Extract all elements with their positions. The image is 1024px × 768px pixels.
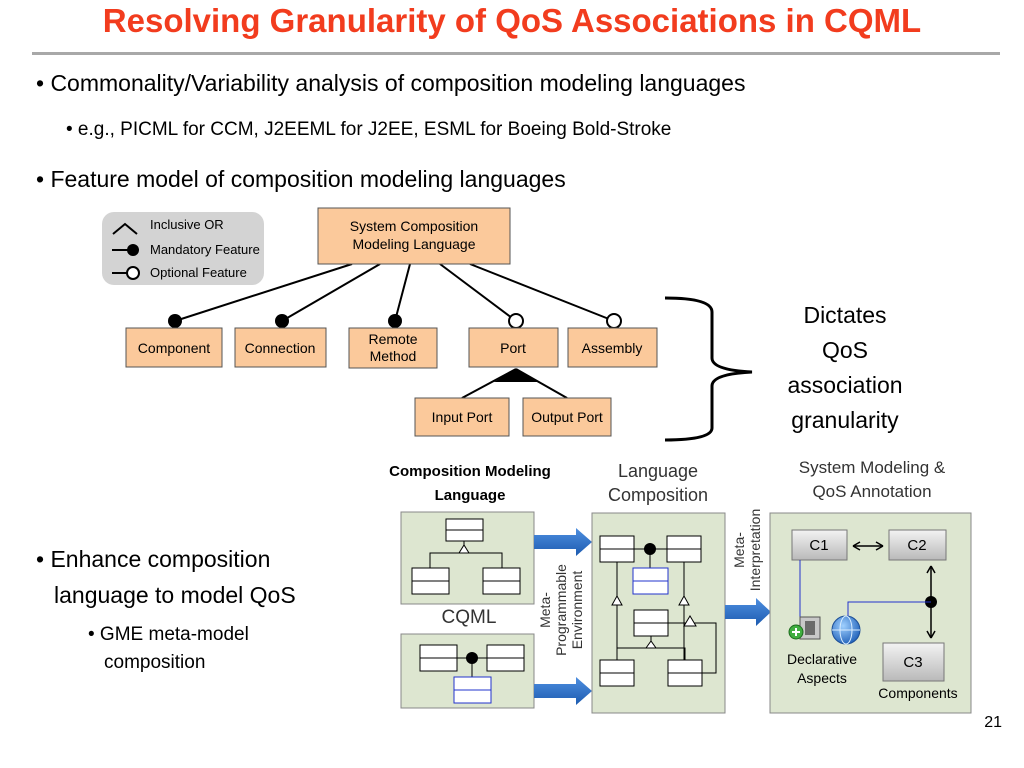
legend-mandatory: Mandatory Feature <box>150 242 260 257</box>
title-divider <box>32 52 1000 55</box>
rotated-labels: Meta- Programmable Environment Meta- Int… <box>537 509 763 656</box>
remote-method-mandatory-icon <box>388 314 402 328</box>
declarative-aspect-icon <box>788 616 821 640</box>
assembly-label: Assembly <box>582 340 643 356</box>
component-box <box>125 327 223 368</box>
remote-method-label-line1: Remote <box>368 331 417 347</box>
language-composition-diagram <box>599 535 717 687</box>
declarative-label-line1: Declarative <box>787 651 857 667</box>
cml-title-line1: Composition Modeling <box>389 463 551 480</box>
declarative-label-line2: Aspects <box>797 670 847 686</box>
brace-line3: association <box>787 372 903 398</box>
c3-label: C3 <box>903 654 922 671</box>
root-feature-box <box>317 207 511 265</box>
cqml-label: CQML <box>442 607 497 628</box>
brace-line2: QoS <box>821 337 869 363</box>
page-number: 21 <box>984 714 1002 731</box>
legend-inclusive-or: Inclusive OR <box>150 217 224 232</box>
remote-method-label-line2: Method <box>370 348 417 364</box>
assembly-box <box>567 327 658 368</box>
output-port-box <box>522 397 612 437</box>
remote-method-box <box>348 327 438 369</box>
arrow-cml-to-composition <box>534 528 592 556</box>
legend-optional: Optional Feature <box>150 265 247 280</box>
bullet-commonality: • Commonality/Variability analysis of co… <box>36 70 746 96</box>
port-box <box>468 327 559 368</box>
brace-annotation: Dictates QoS association granularity <box>758 298 932 438</box>
meta-interp-line2: Interpretation <box>747 509 763 592</box>
bullet-enhance-line1: • Enhance composition <box>36 546 271 572</box>
bullet-feature-model: • Feature model of composition modeling … <box>36 166 566 192</box>
connection-box <box>234 327 327 368</box>
connection-label: Connection <box>245 340 316 356</box>
c1-box <box>791 529 848 561</box>
connection-mandatory-icon <box>275 314 289 328</box>
right-brace <box>664 296 753 442</box>
sys-title-line1: System Modeling & <box>799 458 946 477</box>
cqml-junction-dot <box>466 652 478 664</box>
brace-line4: granularity <box>791 407 899 433</box>
c1-label: C1 <box>809 537 828 554</box>
cqml-panel-diagram <box>419 644 525 704</box>
bullet-enhance-line2: language to model QoS <box>54 582 296 608</box>
sub-bullet-gme-line2: composition <box>104 652 206 673</box>
composition-junction-dot <box>644 543 656 555</box>
input-port-box <box>414 397 510 437</box>
inclusive-or-icon <box>112 222 138 235</box>
brace-line1: Dictates <box>803 302 887 328</box>
root-label-line2: Modeling Language <box>353 236 476 252</box>
c2-label: C2 <box>907 537 926 554</box>
port-inclusive-or-icon <box>494 369 540 382</box>
aspect-link-line <box>847 601 931 616</box>
port-label: Port <box>500 340 526 356</box>
composition-labels: Composition Modeling Language Language C… <box>389 458 958 701</box>
root-label-line1: System Composition <box>350 218 478 234</box>
feature-labels: System Composition Modeling Language Com… <box>138 218 643 425</box>
meta-prog-line1: Meta- <box>537 592 553 628</box>
feature-boxes <box>125 207 658 437</box>
optional-feature-icon <box>126 266 140 280</box>
components-label: Components <box>878 685 957 701</box>
c2-box <box>888 529 947 561</box>
lang-comp-title-line1: Language <box>618 461 698 481</box>
input-port-label: Input Port <box>432 409 493 425</box>
assembly-optional-icon <box>606 313 622 329</box>
globe-icon <box>831 615 861 645</box>
cml-panel-diagram <box>411 518 521 595</box>
component-label: Component <box>138 340 210 356</box>
meta-prog-line2: Programmable <box>553 564 569 656</box>
arrow-composition-to-system <box>725 598 771 626</box>
mandatory-feature-icon <box>127 244 139 256</box>
lang-comp-title-line2: Composition <box>608 485 708 505</box>
legend-background <box>102 212 264 285</box>
sys-title-line2: QoS Annotation <box>812 482 931 501</box>
sub-bullet-gme-line1: • GME meta-model <box>88 624 249 645</box>
page-title: Resolving Granularity of QoS Association… <box>102 2 922 39</box>
meta-prog-line3: Environment <box>569 571 585 650</box>
meta-interp-line1: Meta- <box>731 532 747 568</box>
arrow-cqml-to-composition <box>534 677 592 705</box>
c3-box <box>882 642 945 682</box>
port-optional-icon <box>508 313 524 329</box>
sub-bullet-examples: • e.g., PICML for CCM, J2EEML for J2EE, … <box>66 119 672 140</box>
output-port-label: Output Port <box>531 409 603 425</box>
legend: Inclusive OR Mandatory Feature Optional … <box>102 212 264 285</box>
cml-title-line2: Language <box>435 487 506 504</box>
component-mandatory-icon <box>168 314 182 328</box>
